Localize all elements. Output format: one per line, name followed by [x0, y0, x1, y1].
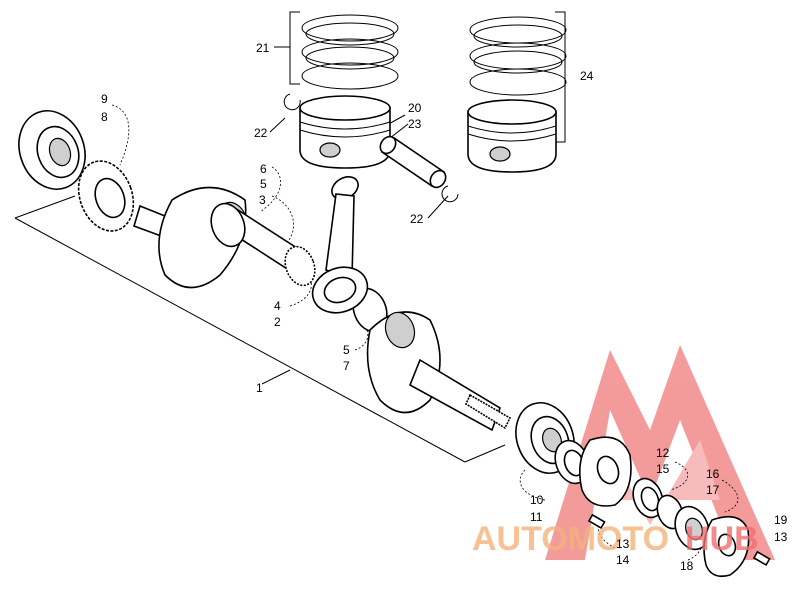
circlip-upper — [283, 93, 301, 111]
connecting-rod — [311, 176, 369, 314]
callout-20: 20 — [408, 101, 422, 115]
callout-5-lower: 5 — [343, 343, 350, 357]
drive-gear — [77, 160, 135, 232]
callout-1: 1 — [256, 381, 263, 395]
callout-3: 3 — [259, 193, 266, 207]
callout-18: 18 — [680, 559, 694, 573]
callout-10: 10 — [530, 493, 544, 507]
callout-22-lower: 22 — [410, 212, 424, 226]
watermark-text: AUTOMOTO HUB — [472, 520, 759, 558]
callout-labels: 1 2 3 4 5 5 6 7 8 9 10 11 12 13 13 14 15… — [101, 41, 788, 573]
small-bolt — [587, 513, 771, 567]
callout-4: 4 — [274, 299, 281, 313]
piston-right — [467, 99, 557, 173]
callout-15: 15 — [656, 462, 670, 476]
callout-16: 16 — [706, 467, 720, 481]
callout-13-lower: 13 — [616, 537, 630, 551]
callout-14: 14 — [616, 553, 630, 567]
callout-6: 6 — [260, 162, 267, 176]
callout-23: 23 — [408, 117, 422, 131]
callout-22-upper: 22 — [254, 126, 268, 140]
oil-seal-right — [674, 505, 710, 551]
callout-17: 17 — [706, 483, 720, 497]
callout-7: 7 — [343, 359, 350, 373]
crankshaft — [133, 186, 512, 432]
retainer-plate — [579, 436, 632, 507]
callout-21: 21 — [256, 41, 270, 55]
callout-5-upper: 5 — [260, 177, 267, 191]
callout-2: 2 — [274, 315, 281, 329]
watermark-text-right: HUB — [685, 520, 759, 558]
callout-9: 9 — [101, 92, 108, 106]
watermark-logo — [545, 345, 775, 560]
piston-rings-right — [469, 16, 567, 96]
callout-24: 24 — [580, 69, 594, 83]
end-cover-plate — [703, 515, 750, 578]
wrist-pin — [379, 135, 447, 189]
circlip-lower — [441, 185, 459, 203]
callout-11: 11 — [530, 510, 543, 524]
callout-19: 19 — [774, 513, 788, 527]
callout-12: 12 — [656, 446, 670, 460]
callout-8: 8 — [101, 110, 108, 124]
piston-left — [299, 95, 391, 169]
piston-rings-left — [301, 14, 399, 90]
watermark-text-left: AUTOMOTO — [472, 520, 669, 558]
thrust-washer-right — [632, 477, 664, 519]
left-bearing — [18, 110, 86, 190]
callout-13-right: 13 — [774, 530, 788, 544]
